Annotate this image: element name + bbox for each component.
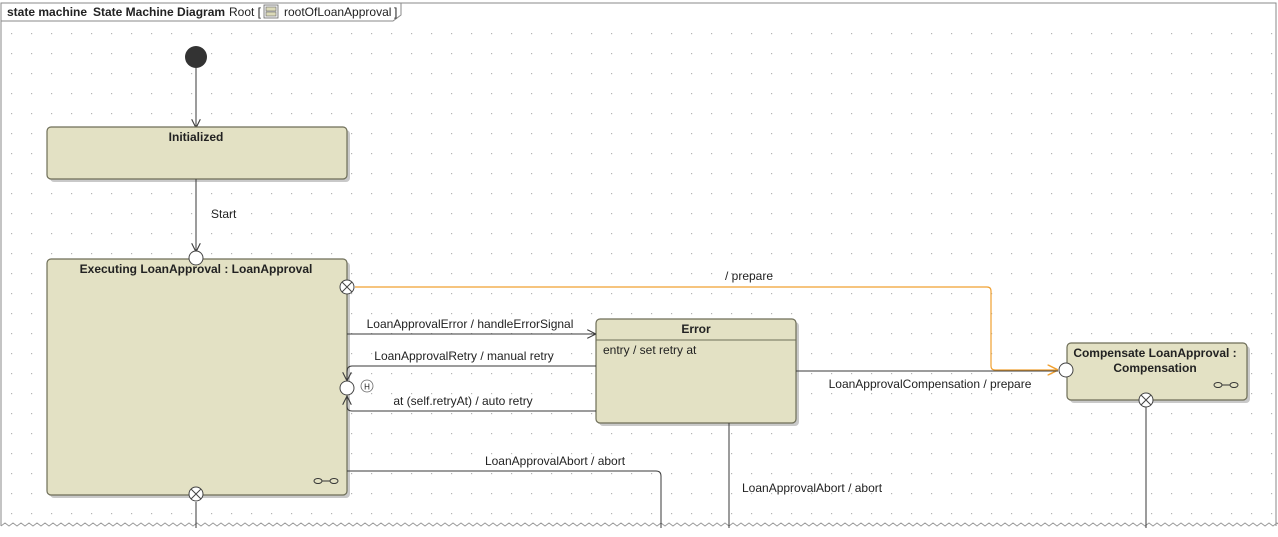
frame-context-prefix: Root [ [229, 5, 262, 19]
frame-context-suffix: ] [394, 5, 397, 19]
transition-retry-auto[interactable] [347, 397, 596, 412]
state-initialized[interactable]: Initialized [46, 126, 350, 182]
transition-prepare-label: / prepare [725, 269, 773, 283]
transition-abort-1[interactable] [347, 470, 662, 528]
transition-prepare[interactable] [355, 286, 1057, 370]
exit-point-compensate[interactable] [1138, 392, 1154, 408]
state-error[interactable]: Error entry / set retry at [595, 318, 799, 426]
transition-start-label: Start [211, 207, 237, 221]
submachine-icon [1213, 382, 1239, 388]
diagram-frame [0, 2, 1277, 526]
exit-point-executing-bottom[interactable] [188, 486, 204, 502]
history-marker: H [364, 383, 370, 392]
frame-name: State Machine Diagram [93, 5, 225, 19]
transition-abort-1-label: LoanApprovalAbort / abort [485, 454, 626, 468]
state-compensate-name-line1: Compensate LoanApproval : [1073, 346, 1236, 360]
state-error-name: Error [681, 322, 711, 336]
state-compensate[interactable]: Compensate LoanApproval : Compensation [1066, 342, 1250, 403]
transition-retry-auto-label: at (self.retryAt) / auto retry [393, 394, 532, 408]
state-executing-name: Executing LoanApproval : LoanApproval [80, 262, 313, 276]
transition-abort-2-label: LoanApprovalAbort / abort [742, 481, 883, 495]
history-pseudostate[interactable]: H [360, 379, 374, 393]
state-initialized-name: Initialized [169, 130, 224, 144]
state-compensate-name-line2: Compensation [1113, 361, 1196, 375]
state-machine-icon [263, 4, 279, 19]
transition-retry-manual[interactable] [347, 365, 596, 380]
initial-pseudostate[interactable] [185, 46, 207, 68]
entry-point-executing[interactable] [188, 250, 204, 266]
entry-point-executing-history[interactable] [339, 380, 355, 396]
transition-compensation-label: LoanApprovalCompensation / prepare [829, 377, 1032, 391]
entry-point-compensate[interactable] [1058, 362, 1074, 378]
frame-context-ref[interactable]: rootOfLoanApproval [284, 5, 391, 19]
state-error-entry: entry / set retry at [603, 343, 697, 357]
torn-edge [0, 522, 1278, 527]
transition-error-label: LoanApprovalError / handleErrorSignal [367, 317, 574, 331]
state-executing[interactable]: Executing LoanApproval : LoanApproval [46, 258, 350, 498]
transition-retry-manual-label: LoanApprovalRetry / manual retry [374, 349, 553, 363]
frame-header: state machine State Machine Diagram Root… [0, 2, 402, 22]
submachine-icon [313, 478, 339, 484]
exit-point-executing-top[interactable] [339, 279, 355, 295]
frame-kind: state machine [7, 5, 87, 19]
